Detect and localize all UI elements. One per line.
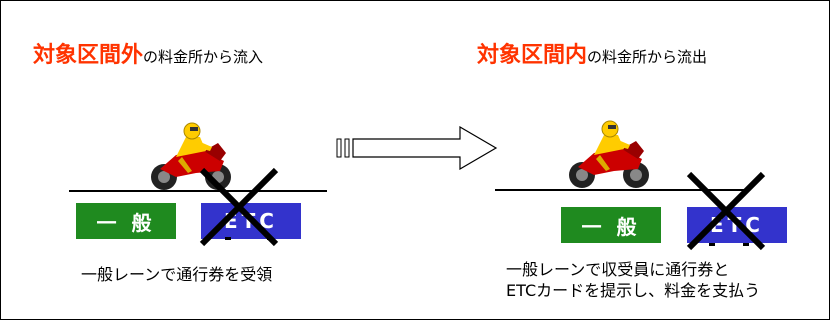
tick-mark [743, 243, 749, 246]
left-heading-rest: の料金所から流入 [143, 48, 264, 66]
general-lane-right: 一 般 [561, 207, 661, 243]
left-note: 一般レーンで通行券を受領 [81, 264, 272, 285]
right-note-line1: 一般レーンで収受員に通行券と [506, 260, 730, 279]
left-heading: 対象区間外の料金所から流入 [33, 37, 263, 69]
x-mark-icon [686, 171, 766, 251]
right-note-line2: ETCカードを提示し、料金を支払う [506, 281, 761, 300]
general-lane-left: 一 般 [76, 203, 176, 239]
x-mark-icon [199, 167, 279, 247]
right-heading-emphasis: 対象区間内 [477, 43, 588, 68]
right-note: 一般レーンで収受員に通行券と ETCカードを提示し、料金を支払う [506, 259, 760, 301]
right-heading-rest: の料金所から流出 [587, 48, 708, 66]
right-arrow-icon [336, 126, 498, 170]
tick-mark [709, 243, 715, 246]
right-heading: 対象区間内の料金所から流出 [477, 37, 707, 69]
left-note-line: 一般レーンで通行券を受領 [81, 265, 273, 284]
road-line-right [495, 189, 745, 191]
motorcycle-rider-icon [569, 120, 649, 188]
road-line-left [69, 190, 327, 192]
left-heading-emphasis: 対象区間外 [33, 43, 144, 68]
tick-mark [267, 237, 273, 240]
tick-mark [225, 237, 231, 240]
